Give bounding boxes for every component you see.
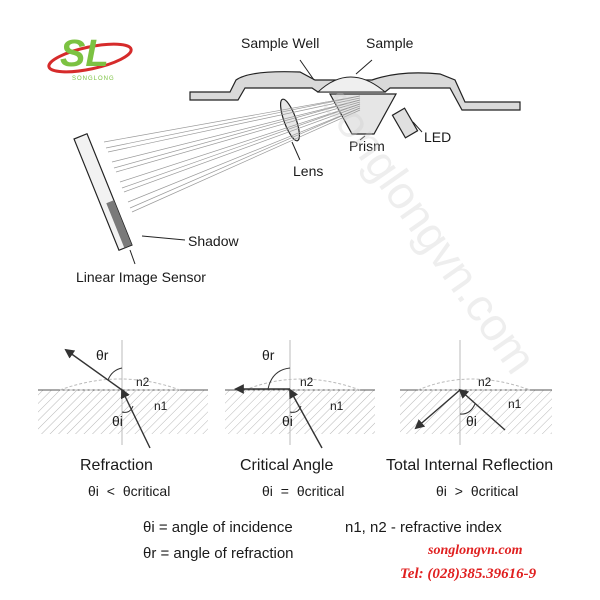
sample-well-pointer xyxy=(299,59,315,81)
label-prism: Prism xyxy=(349,138,385,154)
theta-i: θi xyxy=(112,413,123,429)
incident-ray xyxy=(458,388,506,431)
legend: θi = angle of incidence θr = angle of re… xyxy=(143,519,502,562)
condition-refraction: θi < θcritical xyxy=(88,483,170,499)
n2: n2 xyxy=(478,375,492,389)
label-lens: Lens xyxy=(293,163,323,179)
reflected-ray xyxy=(414,389,461,430)
condition-critical-angle: θi = θcritical xyxy=(262,483,344,499)
dense-medium xyxy=(225,390,375,434)
prism-pointer xyxy=(359,135,366,141)
linear-image-sensor xyxy=(73,132,133,252)
n2: n2 xyxy=(136,375,150,389)
theta-r: θr xyxy=(96,347,109,363)
website-text: songlongvn.com xyxy=(427,543,523,558)
songlong-logo: SL SONGLONG xyxy=(47,33,133,82)
dense-medium xyxy=(400,390,552,434)
legend-refraction: θr = angle of refraction xyxy=(143,545,294,562)
shadow-pointer xyxy=(141,235,186,241)
title-total-internal-reflection: Total Internal Reflection xyxy=(386,457,553,474)
label-sensor: Linear Image Sensor xyxy=(76,269,206,285)
angle-i-arc xyxy=(289,405,302,413)
theta-i: θi xyxy=(466,413,477,429)
sample-drop xyxy=(244,378,361,391)
angle-r-arc xyxy=(107,367,123,381)
angle-i-arc xyxy=(459,403,476,415)
shadow-region xyxy=(106,200,132,248)
phone-text: Tel: (028)385.39616-9 xyxy=(400,566,537,582)
light-rays xyxy=(103,95,361,213)
panel-refraction: θr θi n2 n1 Refraction θi < θcritical xyxy=(38,340,208,499)
condition-total-internal-reflection: θi > θcritical xyxy=(436,483,518,499)
theta-r: θr xyxy=(262,347,275,363)
refracted-ray xyxy=(64,348,123,391)
sensor-pointer xyxy=(129,249,136,265)
sample-drop xyxy=(417,378,531,391)
panel-total-internal-reflection: θi n2 n1 Total Internal Reflection θi > … xyxy=(386,340,553,499)
logo-subtext: SONGLONG xyxy=(72,76,115,82)
legend-incidence: θi = angle of incidence xyxy=(143,519,293,536)
label-led: LED xyxy=(424,129,451,145)
legend-index: n1, n2 - refractive index xyxy=(345,519,502,536)
incident-ray xyxy=(120,388,151,449)
incident-ray xyxy=(289,388,323,449)
lens-pointer xyxy=(291,141,301,161)
n1: n1 xyxy=(508,397,522,411)
n1: n1 xyxy=(154,399,168,413)
n2: n2 xyxy=(300,375,314,389)
sample-dome xyxy=(316,76,387,93)
top-diagram: Sample Well Sample LED Lens Prism Shadow… xyxy=(73,35,521,285)
title-refraction: Refraction xyxy=(80,457,153,474)
sample-pointer xyxy=(355,59,373,75)
contact-info: songlongvn.com Tel: (028)385.39616-9 xyxy=(400,543,537,582)
watermark: songlongvn.com xyxy=(312,78,547,382)
label-sample: Sample xyxy=(366,35,414,51)
label-shadow: Shadow xyxy=(188,233,239,249)
label-sample-well: Sample Well xyxy=(241,35,319,51)
panel-critical-angle: θr θi n2 n1 Critical Angle θi = θcritica… xyxy=(225,340,375,499)
angle-r-arc xyxy=(267,367,291,390)
title-critical-angle: Critical Angle xyxy=(240,457,333,474)
sample-drop xyxy=(59,378,181,391)
logo-text: SL xyxy=(60,33,109,75)
led-pointer xyxy=(412,121,423,133)
theta-i: θi xyxy=(282,413,293,429)
led xyxy=(391,107,419,139)
angle-i-arc xyxy=(121,405,134,413)
n1: n1 xyxy=(330,399,344,413)
